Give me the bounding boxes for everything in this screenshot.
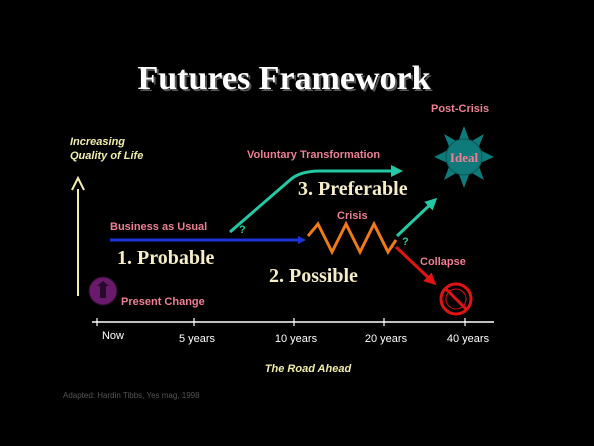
crisis-label: Crisis [337,210,368,222]
y-axis-label: Increasing Quality of Life [70,136,143,162]
preferable-label: 3. Preferable [298,178,408,200]
question-mark-1: ? [239,224,246,236]
probable-label: 1. Probable [117,247,215,269]
present-change-label: Present Change [121,296,205,308]
x-tick-label-now: Now [102,330,124,342]
x-axis-caption: The Road Ahead [265,363,352,375]
head-silhouette-icon [88,276,118,306]
collapse-label: Collapse [420,256,466,268]
crisis-zigzag [306,220,398,256]
business-as-usual-label: Business as Usual [110,221,207,233]
collapse-path-arrow [394,245,437,286]
y-axis-label-line1: Increasing [70,136,125,148]
y-axis-arrowhead [71,175,85,191]
recovery-path-arrow [395,197,438,238]
voluntary-transformation-label: Voluntary Transformation [247,149,380,161]
ideal-label: Ideal [450,150,479,165]
x-tick-label-5: 5 years [179,333,216,345]
x-tick-label-10: 10 years [275,333,318,345]
preferable-path-arrow [229,165,403,234]
x-tick-label-40: 40 years [447,333,490,345]
question-mark-2: ? [402,236,409,248]
y-axis-label-line2: Quality of Life [70,150,143,162]
x-tick-label-20: 20 years [365,333,408,345]
post-crisis-label: Post-Crisis [431,103,489,115]
sun-ideal-icon [434,126,494,188]
possible-label: 2. Possible [269,265,358,287]
no-sign-icon [439,282,473,316]
title: Futures Framework [137,60,430,97]
title-shadow: Futures Framework [139,62,432,99]
credit-text: Adapted: Hardin Tibbs, Yes mag, 1998 [63,391,200,400]
